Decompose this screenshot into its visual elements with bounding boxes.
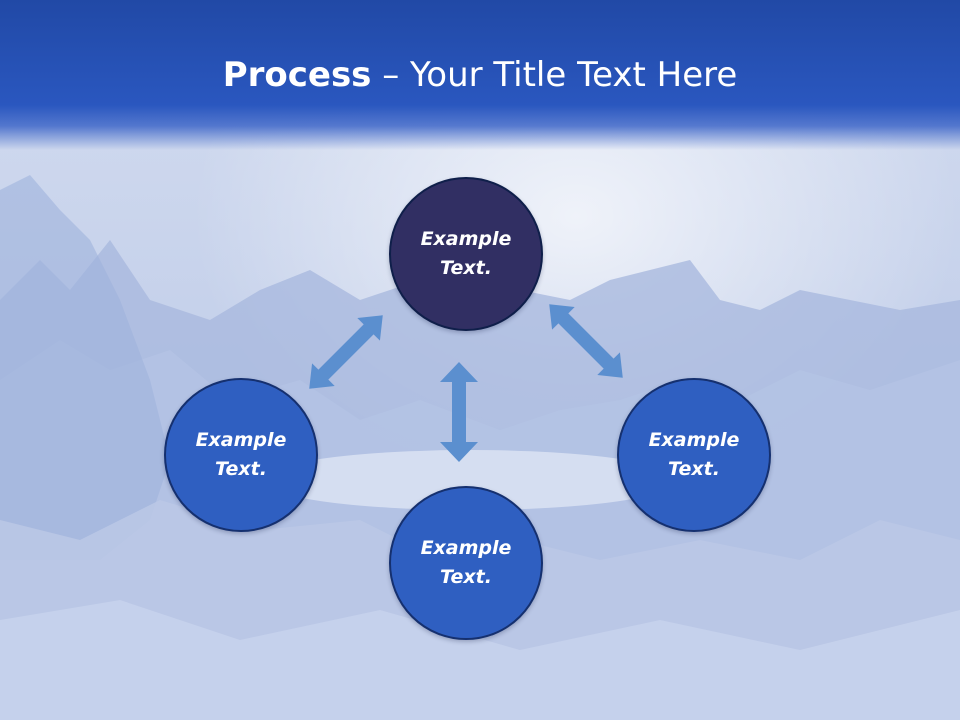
slide-title-bold: Process: [222, 55, 372, 95]
process-node-left: Example Text.: [164, 378, 318, 532]
node-left-line1: Example: [195, 429, 287, 451]
title-band: [0, 0, 960, 150]
node-right-line2: Text.: [668, 458, 720, 480]
node-bottom-line1: Example: [420, 537, 512, 559]
process-node-top: Example Text.: [389, 177, 543, 331]
node-left-line2: Text.: [215, 458, 267, 480]
node-right-line1: Example: [648, 429, 740, 451]
node-bottom-line2: Text.: [440, 566, 492, 588]
node-top-line2: Text.: [440, 257, 492, 279]
node-top-line1: Example: [420, 228, 512, 250]
process-node-bottom: Example Text.: [389, 486, 543, 640]
process-node-right: Example Text.: [617, 378, 771, 532]
slide-title: Process – Your Title Text Here: [0, 52, 960, 98]
slide-title-rest: – Your Title Text Here: [371, 55, 738, 95]
